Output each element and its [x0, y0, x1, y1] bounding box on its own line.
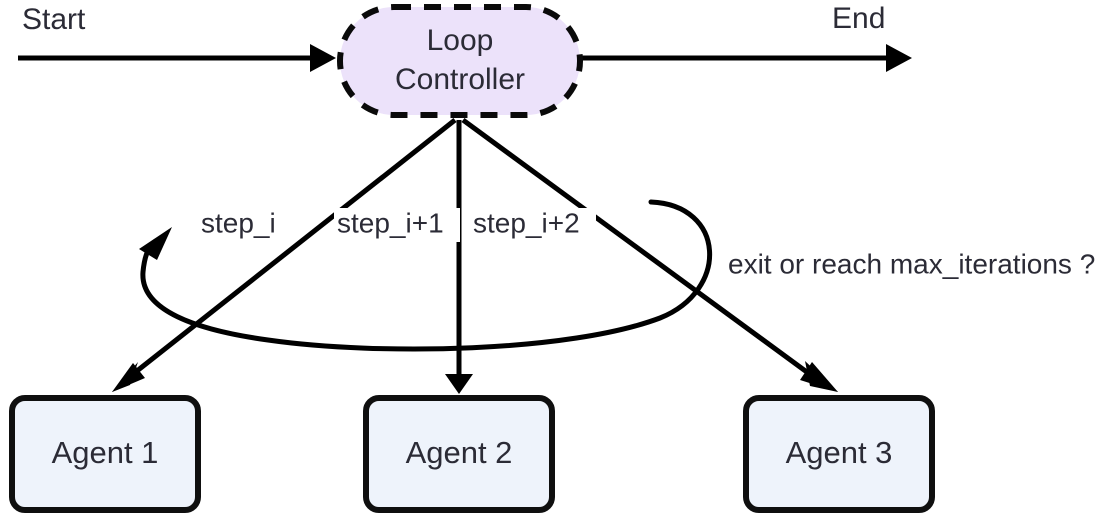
edge-label-condition-text: exit or reach max_iterations ?: [728, 248, 1095, 279]
agent-2-label: Agent 2: [406, 435, 513, 470]
agent-1-shape[interactable]: [9, 395, 201, 513]
edge-label-step-0-text: step_i: [201, 207, 276, 238]
agent-1-label: Agent 1: [52, 435, 159, 470]
dispatch-arrow-agent-2-head: [445, 374, 473, 394]
agent-3-node[interactable]: Agent 3: [743, 395, 935, 513]
dispatch-arrow-agent-1-head-fill: [112, 363, 145, 392]
dispatch-arrow-agent-3-head-fill: [800, 362, 838, 392]
end-arrow: [580, 44, 912, 72]
loop-controller-label-line2: Controller: [395, 63, 525, 96]
start-arrow-head: [310, 44, 336, 72]
edge-label-step-1: step_i+1: [334, 207, 460, 242]
loop-controller-node[interactable]: Loop Controller: [337, 4, 583, 118]
end-arrow-head: [886, 44, 912, 72]
loop-controller-shape[interactable]: [337, 4, 583, 118]
edge-label-step-2-text: step_i+2: [473, 207, 580, 238]
start-label: Start: [22, 3, 86, 36]
agent-3-shape[interactable]: [743, 395, 935, 513]
edge-label-step-2: step_i+2: [470, 207, 596, 242]
agent-1-node[interactable]: Agent 1: [9, 395, 201, 513]
edge-label-step-1-backing: [334, 208, 460, 242]
end-label: End: [832, 2, 885, 35]
dispatch-arrow-agent-3-line: [461, 117, 817, 381]
feedback-loop-arrow: [139, 199, 712, 352]
edge-label-step-0-backing: [198, 208, 286, 242]
dispatch-arrow-agent-1: [112, 118, 457, 392]
edge-label-condition-backing: [724, 248, 1110, 284]
edge-label-step-0: step_i: [198, 207, 286, 242]
edge-label-condition: exit or reach max_iterations ?: [724, 248, 1110, 284]
dispatch-arrow-agent-1-line: [126, 118, 457, 380]
agent-3-label: Agent 3: [786, 435, 893, 470]
agent-2-shape[interactable]: [363, 395, 555, 513]
dispatch-arrow-agent-3: [461, 117, 838, 392]
start-arrow: [18, 44, 336, 72]
loop-controller-label-line1: Loop: [427, 24, 494, 57]
dispatch-arrow-agent-2: [445, 120, 473, 394]
edge-label-step-1-text: step_i+1: [337, 207, 444, 238]
edge-label-step-2-backing: [470, 208, 596, 242]
feedback-loop-curve: [140, 199, 712, 352]
agent-2-node[interactable]: Agent 2: [363, 395, 555, 513]
feedback-loop-arrow-head: [139, 227, 172, 260]
